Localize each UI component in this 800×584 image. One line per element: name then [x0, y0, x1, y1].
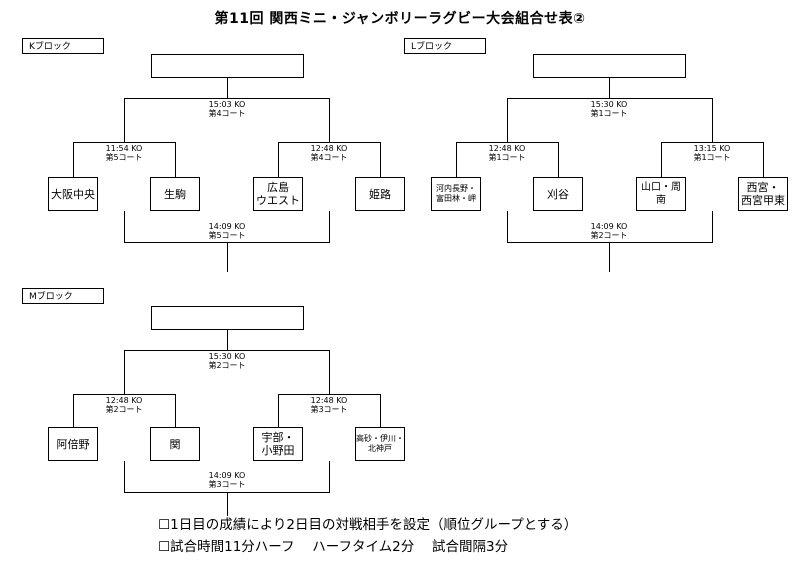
l-semi-left-time: 12:48 KO: [488, 144, 526, 153]
m-final-time: 15:30 KO: [208, 352, 246, 361]
m-final-box: [151, 306, 304, 330]
team-box: 宇部・ 小野田: [253, 427, 303, 461]
k-semi-right-info: 12:48 KO 第4コート: [274, 144, 384, 162]
m-final-info: 15:30 KO 第2コート: [172, 352, 282, 370]
l-bottom-time: 14:09 KO: [590, 222, 628, 231]
l-semi-right-info: 13:15 KO 第1コート: [657, 144, 767, 162]
team-box: 刈谷: [533, 177, 583, 211]
m-bottom-info: 14:09 KO 第3コート: [172, 471, 282, 489]
note-first-day: ☐1日目の成績により2日目の対戦相手を設定（順位グループとする）: [158, 517, 578, 533]
k-block-label: Kブロック: [22, 38, 104, 54]
team-box: 高砂・伊川・ 北神戸: [355, 427, 405, 461]
k-final-box: [151, 54, 304, 78]
team-box: 河内長野・ 富田林・岬: [431, 177, 481, 211]
m-semi-right-info: 12:48 KO 第3コート: [274, 396, 384, 414]
note-match-time: ☐試合時間11分ハーフ ハーフタイム2分 試合間隔3分: [158, 539, 509, 555]
l-semi-right-time: 13:15 KO: [693, 144, 731, 153]
k-semi-left-court: 第5コート: [105, 153, 143, 162]
team-box: 関: [150, 427, 200, 461]
k-semi-right-court: 第4コート: [310, 153, 348, 162]
l-semi-left-court: 第1コート: [488, 153, 526, 162]
team-box: 姫路: [355, 177, 405, 211]
k-semi-left-info: 11:54 KO 第5コート: [69, 144, 179, 162]
l-bottom-court: 第2コート: [590, 231, 628, 240]
k-final-info: 15:03 KO 第4コート: [172, 100, 282, 118]
k-bottom-info: 14:09 KO 第5コート: [172, 222, 282, 240]
m-semi-left-court: 第2コート: [105, 405, 143, 414]
k-final-court: 第4コート: [208, 109, 246, 118]
m-block-label: Mブロック: [22, 288, 104, 304]
team-box: 広島 ウエスト: [253, 177, 303, 211]
l-semi-right-court: 第1コート: [693, 153, 731, 162]
m-semi-left-time: 12:48 KO: [105, 396, 143, 405]
team-box: 大阪中央: [48, 177, 98, 211]
m-semi-right-time: 12:48 KO: [310, 396, 348, 405]
m-semi-left-info: 12:48 KO 第2コート: [69, 396, 179, 414]
k-bottom-time: 14:09 KO: [208, 222, 246, 231]
l-final-info: 15:30 KO 第1コート: [554, 100, 664, 118]
m-final-court: 第2コート: [208, 361, 246, 370]
l-final-court: 第1コート: [590, 109, 628, 118]
team-box: 西宮・ 西宮甲東: [738, 177, 788, 211]
l-final-time: 15:30 KO: [590, 100, 628, 109]
l-final-box: [533, 54, 686, 78]
k-semi-left-time: 11:54 KO: [105, 144, 143, 153]
l-semi-left-info: 12:48 KO 第1コート: [452, 144, 562, 162]
k-semi-right-time: 12:48 KO: [310, 144, 348, 153]
l-bottom-info: 14:09 KO 第2コート: [554, 222, 664, 240]
m-bottom-court: 第3コート: [208, 480, 246, 489]
k-bottom-court: 第5コート: [208, 231, 246, 240]
l-block-label: Lブロック: [404, 38, 486, 54]
page-title: 第11回 関西ミニ・ジャンボリーラグビー大会組合せ表②: [214, 11, 586, 27]
m-semi-right-court: 第3コート: [310, 405, 348, 414]
k-final-time: 15:03 KO: [208, 100, 246, 109]
team-box: 山口・周南: [636, 177, 686, 211]
m-bottom-time: 14:09 KO: [208, 471, 246, 480]
team-box: 生駒: [150, 177, 200, 211]
team-box: 阿倍野: [48, 427, 98, 461]
